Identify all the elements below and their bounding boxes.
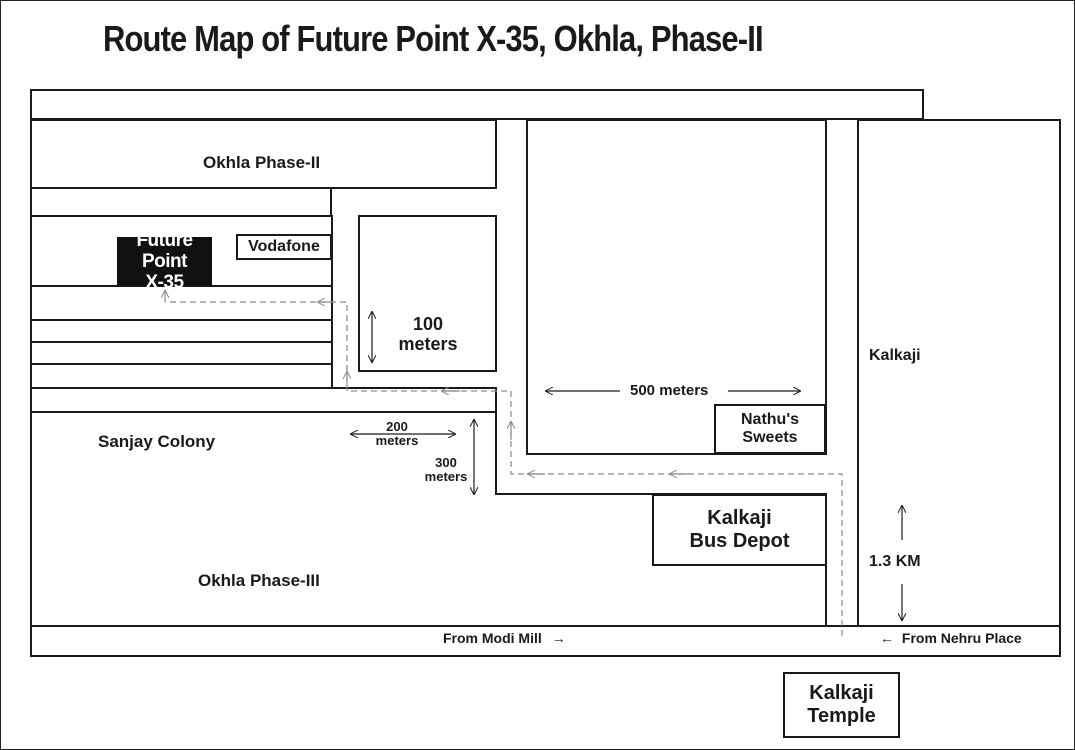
distance-label-100m: 100 meters — [395, 314, 461, 355]
distance-label-500m: 500 meters — [630, 382, 709, 399]
bus-depot-line1: Kalkaji — [707, 507, 772, 529]
distance-label-1-3km: 1.3 KM — [869, 553, 921, 570]
nathus-line2: Sweets — [742, 429, 798, 446]
nathus-line1: Nathu's — [740, 410, 800, 428]
kalkaji-temple-box: Kalkaji Temple — [783, 672, 900, 738]
from-modi-mill-text: From Modi Mill — [443, 630, 542, 646]
distance-100m-line2: meters — [398, 333, 458, 354]
from-nehru-place-text: From Nehru Place — [901, 630, 1022, 646]
vodafone-box: Vodafone — [236, 234, 332, 260]
distance-label-300m: 300 meters — [418, 455, 474, 485]
page-title: Route Map of Future Point X-35, Okhla, P… — [103, 18, 764, 59]
temple-line1: Kalkaji — [809, 682, 874, 704]
temple-line2: Temple — [807, 705, 876, 727]
block-top-strip — [30, 89, 924, 120]
block-strip-a — [30, 187, 332, 217]
direction-from-nehru-place: ← From Nehru Place — [880, 630, 1022, 646]
block-strip-c — [30, 285, 333, 321]
distance-300m-line1: 300 — [435, 455, 457, 470]
route-path — [165, 301, 843, 636]
area-okhla-phase-2: Okhla Phase-II — [203, 153, 321, 172]
bus-depot-line2: Bus Depot — [689, 530, 790, 552]
arrow-left-icon: ← — [880, 630, 894, 646]
nathus-sweets-box: Nathu's Sweets — [714, 404, 826, 454]
distance-200m-line2: meters — [375, 433, 419, 449]
distance-200m-line1: 200 — [386, 419, 408, 434]
block-okhla-phase-2 — [30, 119, 497, 189]
future-point-line2: X-35 — [145, 272, 184, 293]
block-strip-f — [30, 363, 333, 389]
area-sanjay-colony: Sanjay Colony — [98, 432, 216, 451]
direction-from-modi-mill: From Modi Mill → — [443, 630, 566, 646]
future-point-marker: Future Point X-35 — [117, 230, 212, 293]
distance-100m-line1: 100 — [412, 314, 444, 334]
area-kalkaji: Kalkaji — [869, 347, 921, 364]
block-kalkaji — [857, 119, 1061, 627]
distance-300m-line2: meters — [424, 469, 468, 485]
distance-label-200m: 200 meters — [368, 419, 426, 449]
area-okhla-phase-3: Okhla Phase-III — [198, 571, 320, 590]
arrow-right-icon: → — [551, 630, 566, 646]
block-strip-e — [30, 341, 333, 365]
future-point-line1: Future Point — [136, 230, 193, 272]
kalkaji-bus-depot-box: Kalkaji Bus Depot — [652, 494, 827, 566]
block-strip-d — [30, 319, 333, 343]
road-bottom-strip — [30, 625, 1061, 657]
vodafone-label: Vodafone — [248, 237, 320, 255]
block-100m — [358, 215, 497, 372]
block-500m — [526, 119, 827, 455]
